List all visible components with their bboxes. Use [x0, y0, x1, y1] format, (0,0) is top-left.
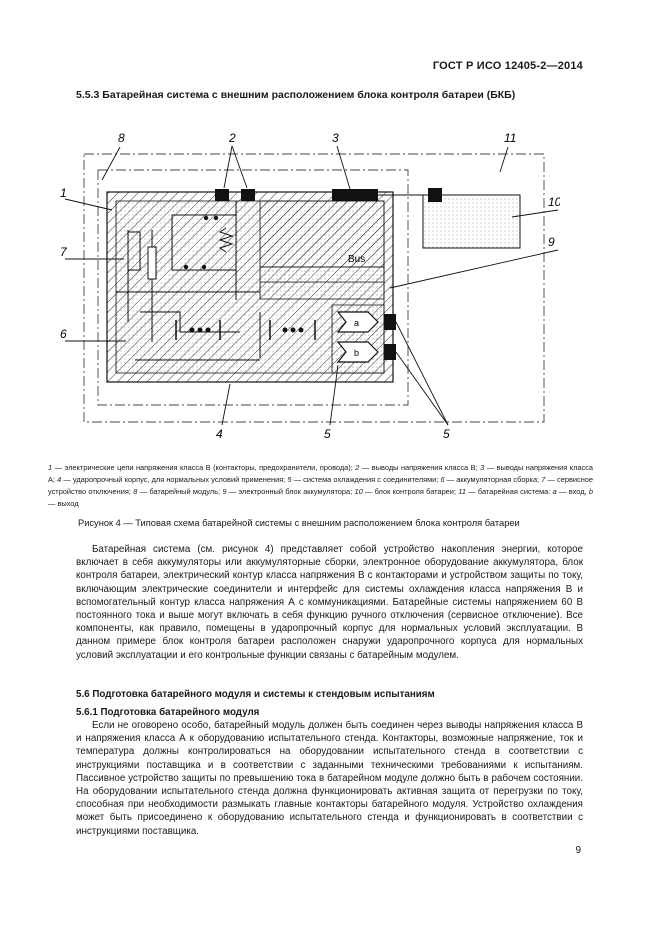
legend-text: — ударопрочный корпус, для нормальных ус…: [61, 475, 288, 484]
legend-number: 10: [354, 487, 363, 496]
paragraph-text: Если не оговорено особо, батарейный моду…: [76, 720, 583, 837]
legend-number: 11: [458, 487, 466, 496]
battery-system-diagram: a b Bus 1 8 2 3 11 10 9 7 6 4 5 5: [60, 131, 560, 441]
body-paragraph-2: Если не оговорено особо, батарейный моду…: [76, 719, 583, 838]
callout-2: 2: [228, 131, 236, 145]
legend-text: — вход,: [556, 487, 589, 496]
legend-text: — сервисное устройство отключения;: [48, 475, 593, 496]
legend-text: — электронный блок аккумулятора;: [226, 487, 355, 496]
legend-text: — выводы напряжения класса А;: [48, 463, 593, 484]
callout-5-right: 5: [443, 427, 450, 441]
callout-7: 7: [60, 245, 68, 259]
callout-3: 3: [332, 131, 339, 145]
legend-text: — блок контроля батареи;: [362, 487, 459, 496]
callout-5-left: 5: [324, 427, 331, 441]
electronics-block: [259, 200, 385, 268]
section-heading-5-6: 5.6 Подготовка батарейного модуля и сист…: [76, 689, 435, 700]
legend-number: b: [588, 487, 594, 496]
legend-text: — батарейный модуль;: [137, 487, 223, 496]
legend-number: 8: [133, 487, 138, 496]
callout-4: 4: [216, 427, 223, 441]
legend-number: a: [552, 487, 557, 496]
legend-number: 1: [48, 463, 53, 472]
legend-text: — выход: [48, 499, 79, 508]
legend-text: — электрические цепи напряжения класса В…: [52, 463, 356, 472]
document-header: ГОСТ Р ИСО 12405-2—2014: [432, 60, 583, 72]
legend-number: 2: [355, 463, 360, 472]
legend-number: 4: [57, 475, 62, 484]
legend-text: — аккумуляторная сборка;: [444, 475, 542, 484]
callout-10: 10: [548, 195, 560, 209]
callout-9: 9: [548, 235, 555, 249]
hv-terminal-right: [241, 189, 255, 201]
legend-text: — система охлаждения с соединителями;: [291, 475, 441, 484]
hv-terminal-left: [215, 189, 229, 201]
callout-1: 1: [60, 186, 67, 200]
section-heading-5-6-1: 5.6.1 Подготовка батарейного модуля: [76, 707, 260, 718]
label-bus: Bus: [348, 254, 365, 265]
legend-number: 5: [287, 475, 292, 484]
coolant-inlet: [336, 311, 379, 333]
body-paragraph-1: Батарейная система (см. рисунок 4) предс…: [76, 543, 583, 662]
legend-number: 3: [480, 463, 485, 472]
callout-6: 6: [60, 327, 67, 341]
paragraph-text: Батарейная система (см. рисунок 4) предс…: [76, 544, 583, 661]
legend-text: — батарейная система:: [465, 487, 553, 496]
coolant-outlet: [336, 341, 379, 363]
figure-caption: Рисунок 4 — Типовая схема батарейной сис…: [78, 518, 520, 528]
callout-11: 11: [504, 131, 516, 145]
legend-number: 9: [222, 487, 227, 496]
legend-number: 6: [440, 475, 445, 484]
legend-number: 7: [541, 475, 546, 484]
label-b: b: [354, 348, 359, 358]
section-heading: 5.5.3 Батарейная система с внешним распо…: [76, 89, 516, 101]
figure-legend: 1 — электрические цепи напряжения класса…: [48, 462, 593, 510]
battery-control-unit: [422, 194, 521, 249]
lv-terminal: [332, 189, 378, 201]
page-number: 9: [575, 845, 581, 856]
battery-module-boundary: [97, 169, 409, 406]
label-a: a: [354, 318, 359, 328]
legend-text: — выводы напряжения класса В;: [359, 463, 481, 472]
battery-system-boundary: [83, 153, 545, 423]
callout-8: 8: [118, 131, 125, 145]
